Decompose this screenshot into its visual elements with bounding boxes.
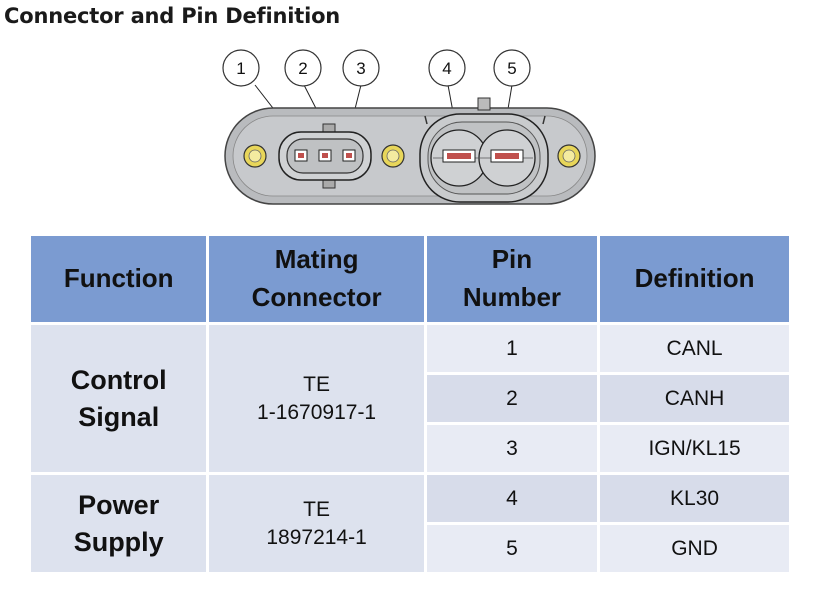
callout-label-2: 2 [298,59,307,78]
mating-connector-control: TE 1-1670917-1 [209,325,424,472]
table-row: 2 CANH [31,375,789,422]
header-pin-number: Pin Number [426,236,598,322]
mating-connector-power: TE 1897214-1 [209,475,424,572]
signal-pin-2 [318,149,332,162]
callout-3: 3 [342,49,380,87]
pin-number-cell: 4 [426,475,598,522]
pin-definition-cell: CANL [600,325,789,372]
header-mating-connector: Mating Connector [209,236,424,322]
callout-1: 1 [222,49,260,87]
power-pin-4 [442,149,476,163]
header-function: Function [31,236,207,322]
pin-number-cell: 2 [426,375,598,422]
pin-number-cell: 5 [426,525,598,572]
pin-definition-table: Function Mating Connector Pin Number Def… [28,233,792,575]
signal-pin-3 [342,149,356,162]
pin-definition-cell: CANH [600,375,789,422]
callout-4: 4 [428,49,466,87]
callout-label-1: 1 [236,59,245,78]
mounting-pad-center [381,144,405,168]
callout-2: 2 [284,49,322,87]
signal-pin-1 [294,149,308,162]
mounting-pad-right [557,144,581,168]
mounting-pad-left [243,144,267,168]
power-pin-5 [490,149,524,163]
table-header-row: Function Mating Connector Pin Number Def… [31,236,789,322]
function-power-supply: Power Supply [31,475,207,572]
pin-number-cell: 1 [426,325,598,372]
page-title: Connector and Pin Definition [4,4,341,28]
pin-definition-cell: KL30 [600,475,789,522]
callout-5: 5 [493,49,531,87]
callout-label-3: 3 [356,59,365,78]
pin-definition-cell: IGN/KL15 [600,425,789,472]
table-row: 5 GND [31,525,789,572]
callout-label-5: 5 [507,59,516,78]
table-row: Control Signal TE 1-1670917-1 1 CANL [31,325,789,472]
signal-connector [278,123,372,189]
callout-label-4: 4 [442,59,451,78]
table-row: Power Supply TE 1897214-1 4 KL30 [31,475,789,572]
pin-definition-cell: GND [600,525,789,572]
power-connector [419,97,549,203]
function-control-signal: Control Signal [31,325,207,472]
pin-number-cell: 3 [426,425,598,472]
table-row: 3 IGN/KL15 [31,425,789,472]
connector-diagram: 1 2 3 4 5 [222,49,596,205]
header-definition: Definition [600,236,789,322]
